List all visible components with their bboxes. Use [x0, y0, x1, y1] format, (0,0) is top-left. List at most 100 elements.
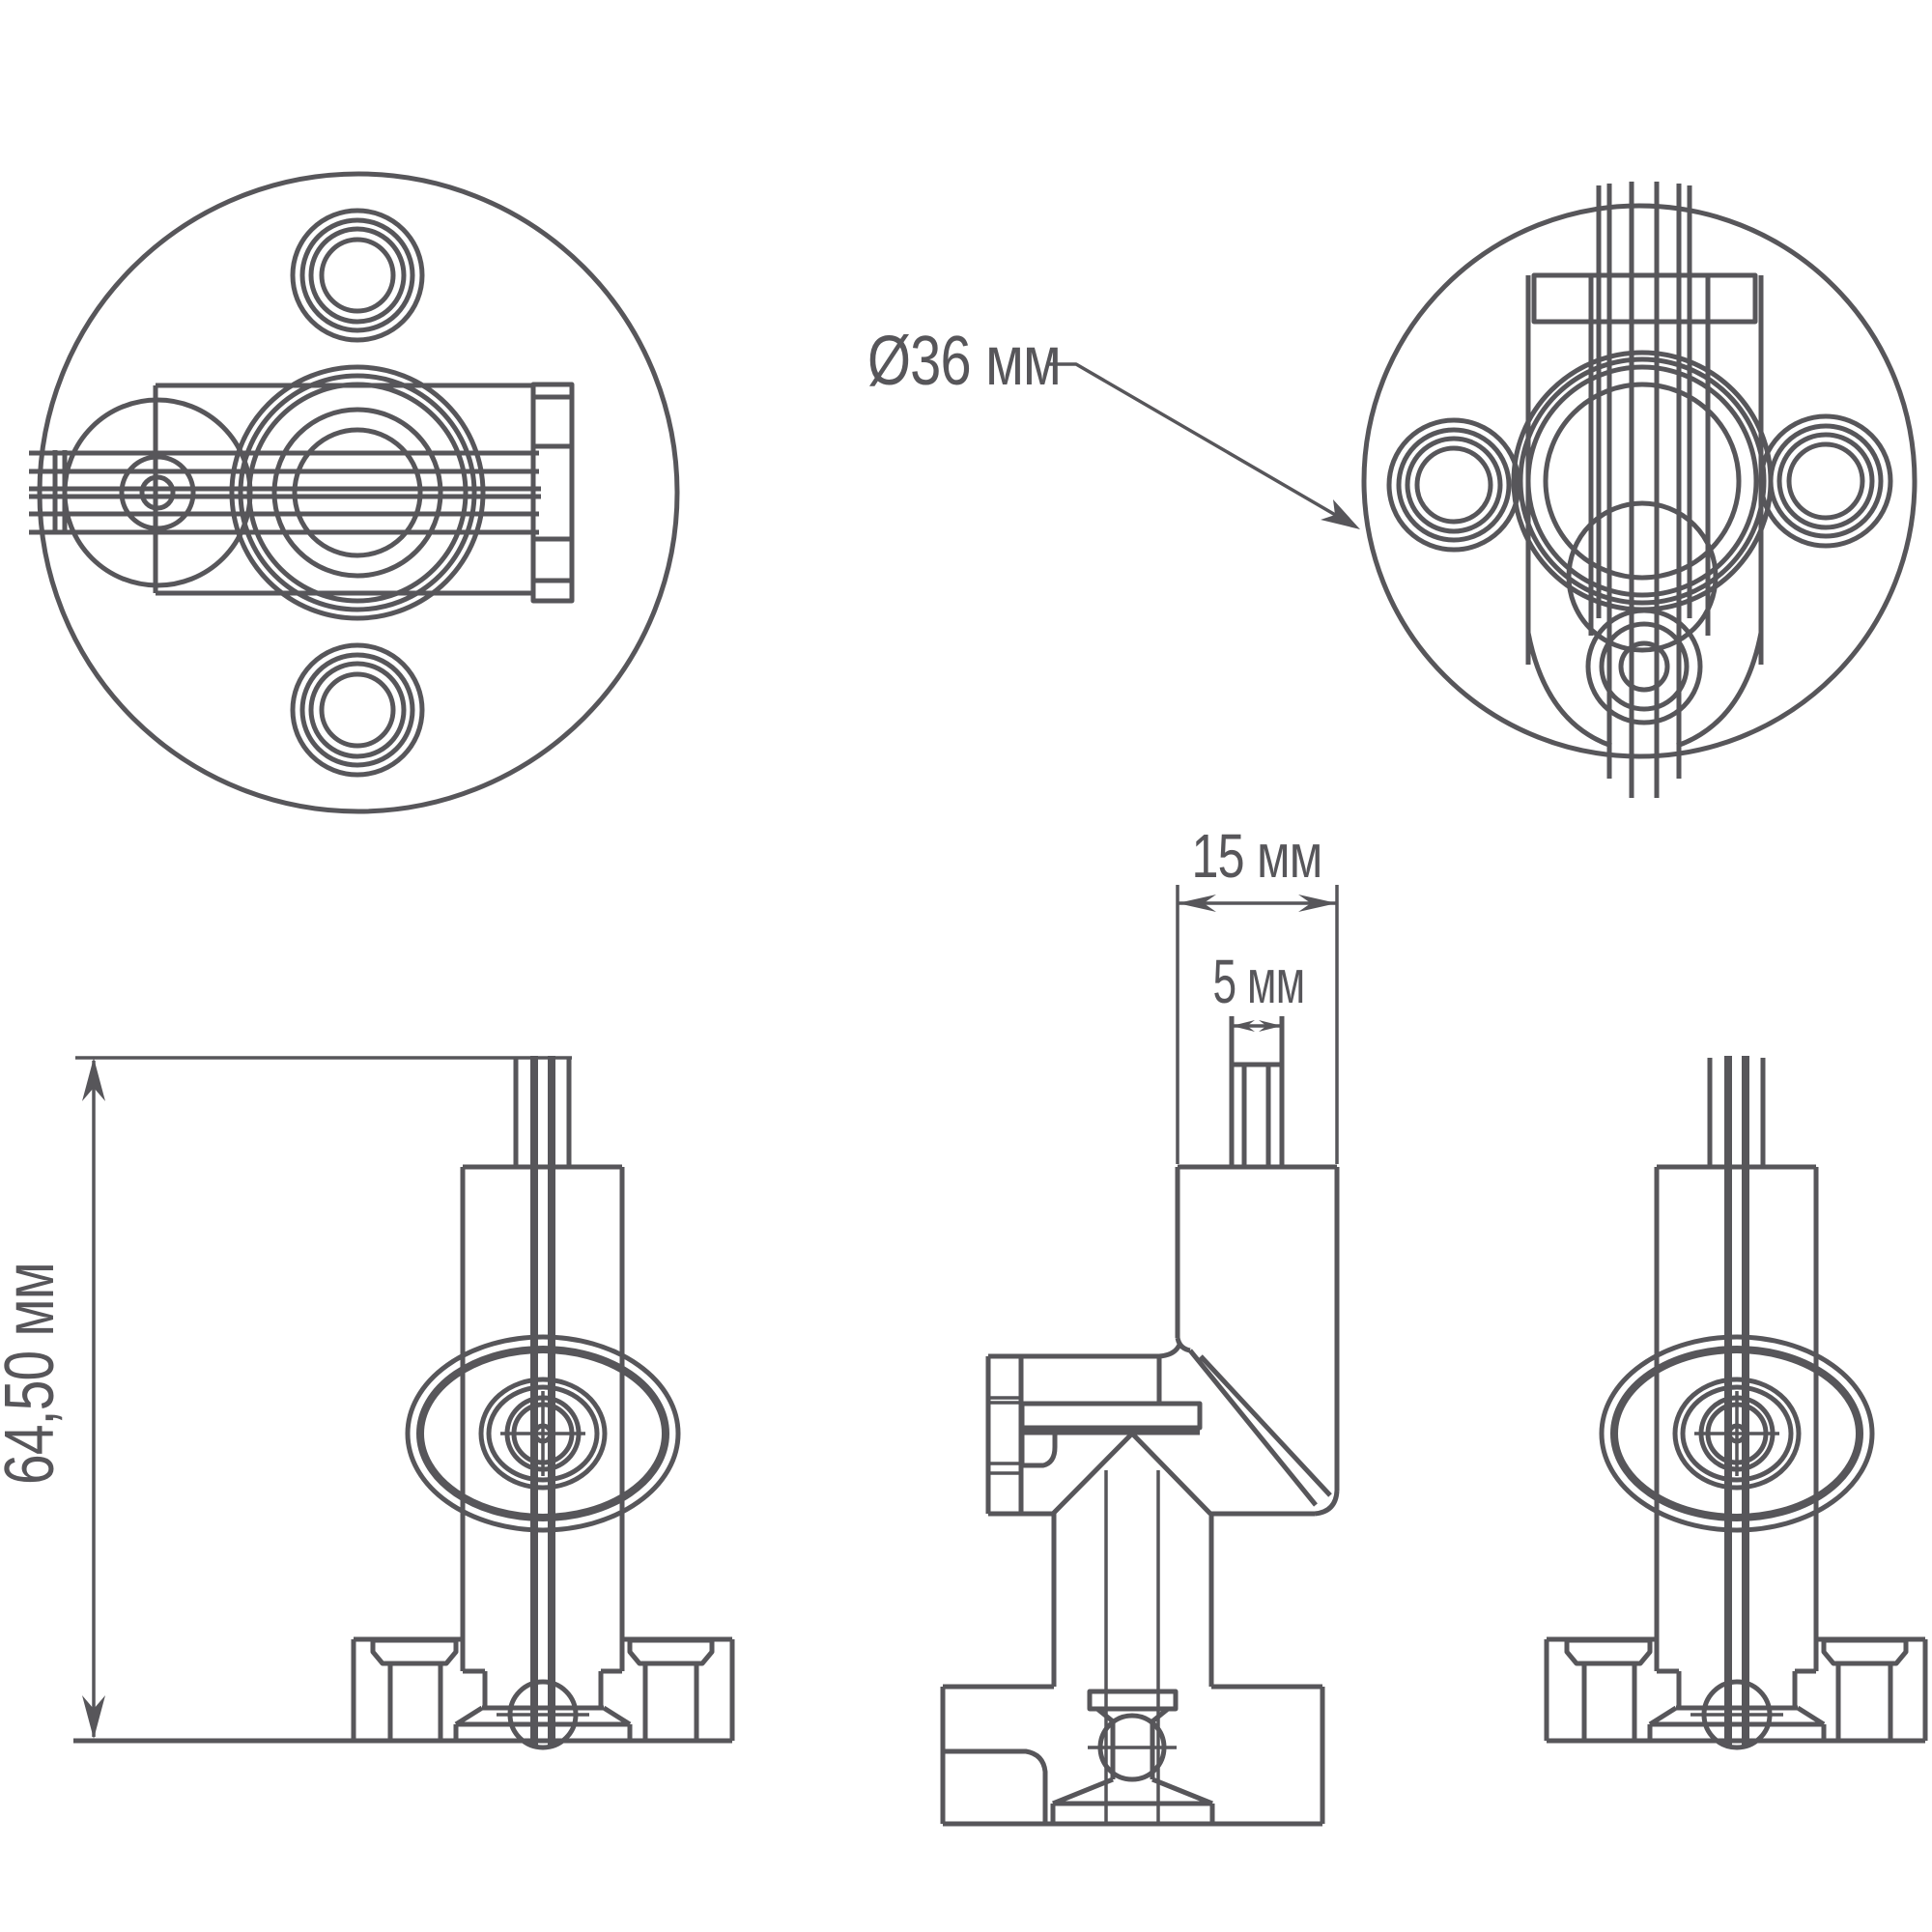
hole-ring	[319, 671, 396, 749]
flange-column	[530, 382, 575, 604]
knob-ring	[478, 1377, 608, 1491]
knob-ring	[405, 1334, 681, 1533]
knob-ring	[1618, 640, 1670, 693]
body-outline	[1654, 1164, 1819, 1674]
hole-ring	[290, 642, 425, 778]
base-lug-left	[370, 1637, 459, 1741]
arrowhead-left-icon	[1232, 1020, 1255, 1032]
knob-ring	[1680, 1384, 1794, 1483]
top-pin	[1229, 1016, 1285, 1167]
top-pin	[513, 1058, 572, 1167]
flange-crossbar	[1531, 272, 1758, 325]
knob-ring	[1599, 1334, 1875, 1533]
hole-ring	[308, 226, 407, 325]
base	[940, 1684, 1325, 1827]
boss-ring	[1543, 382, 1742, 581]
dim-pin-width: 5 мм	[1213, 947, 1306, 1032]
mounting-hole-top	[290, 208, 425, 343]
knob-ring	[1585, 608, 1703, 725]
hole-ring	[319, 237, 396, 314]
outline-circle	[37, 171, 680, 814]
mounting-hole-bottom	[290, 642, 425, 778]
hole-ring	[299, 217, 415, 333]
base	[351, 1636, 735, 1750]
extension-lines	[1176, 885, 1339, 1164]
pivot-knob	[405, 1334, 681, 1533]
base-section-notch	[943, 1748, 1048, 1824]
arrowhead-down-icon	[82, 1695, 105, 1739]
front-view	[351, 1056, 735, 1750]
top-view-right	[1361, 182, 1918, 798]
dim-diameter-label: Ø36 мм	[867, 323, 1061, 400]
side-view: 15 мм 5 мм	[940, 821, 1340, 1827]
dim-width-label: 15 мм	[1192, 821, 1322, 891]
hole-ring	[308, 661, 407, 759]
leader-line	[1049, 362, 1356, 528]
knob-ring	[1599, 621, 1690, 712]
knob-crosshair-icon	[500, 1391, 585, 1476]
hole-ring	[1776, 432, 1875, 530]
knob-ring	[1610, 1346, 1863, 1521]
hole-ring	[1396, 427, 1512, 543]
central-boss	[1511, 350, 1774, 653]
arrowhead-right-icon	[1259, 1020, 1282, 1032]
body-outline	[1175, 1164, 1340, 1517]
top-view-left	[29, 171, 680, 814]
boss-ring	[246, 382, 469, 604]
blade-hook	[1019, 1433, 1058, 1468]
boss-lower-ring	[1566, 500, 1719, 653]
boss-ring	[271, 407, 443, 579]
dim-height-label: 64,50 мм	[0, 1263, 69, 1485]
base-lug-right	[627, 1637, 715, 1741]
pivot-knob	[1599, 1334, 1875, 1533]
base-lug-right	[1821, 1637, 1909, 1741]
knob-ring	[1672, 1377, 1802, 1491]
base	[1544, 1636, 1928, 1750]
knob-crosshair-icon	[1694, 1391, 1779, 1476]
outline-circle	[1361, 203, 1918, 759]
dim-diameter: Ø36 мм	[867, 323, 1360, 529]
adapter-frame	[153, 383, 533, 596]
top-pin	[1707, 1058, 1766, 1167]
arrowhead-left-icon	[1178, 895, 1216, 912]
arrowhead-up-icon	[82, 1058, 105, 1101]
mount-screw	[453, 1671, 633, 1741]
boss-ring	[1511, 350, 1774, 612]
back-view	[1544, 1056, 1928, 1750]
flange-contact-steps	[988, 1396, 1021, 1475]
hole-ring	[290, 208, 425, 343]
boss-ring	[1518, 356, 1767, 606]
contact-blade	[1019, 1401, 1203, 1435]
adapter-body-lines	[1525, 275, 1764, 749]
pivot-knob	[1585, 608, 1703, 725]
leader-arrowhead-icon	[1321, 499, 1360, 529]
flange-outline	[985, 1343, 1182, 1517]
hole-ring	[299, 652, 415, 768]
boss-ring	[229, 364, 486, 621]
chamfered-neck	[1051, 1431, 1214, 1687]
dim-pin-width-label: 5 мм	[1213, 947, 1305, 1016]
mounting-hole-right	[1758, 413, 1893, 549]
mount-screw	[1050, 1689, 1215, 1824]
hole-ring	[1405, 436, 1503, 534]
base-lug-left	[1564, 1637, 1653, 1741]
track-contact-lines	[29, 450, 541, 535]
track-contact-lines	[1596, 182, 1692, 798]
dim-width: 15 мм	[1176, 821, 1339, 1164]
mount-screw	[1647, 1671, 1827, 1741]
arrowhead-right-icon	[1298, 895, 1337, 912]
knob-ring	[486, 1384, 600, 1483]
knob-ring	[416, 1346, 669, 1521]
boss-ring	[1525, 364, 1759, 598]
hole-ring	[1786, 441, 1865, 521]
central-boss	[229, 364, 486, 621]
body-outline	[460, 1164, 625, 1674]
mounting-hole-left	[1386, 417, 1521, 553]
fold-edges	[1188, 1349, 1332, 1507]
boss-ring	[238, 373, 477, 612]
boss-ring	[292, 427, 423, 558]
track-flange	[985, 1343, 1203, 1517]
hole-ring	[1414, 445, 1493, 525]
